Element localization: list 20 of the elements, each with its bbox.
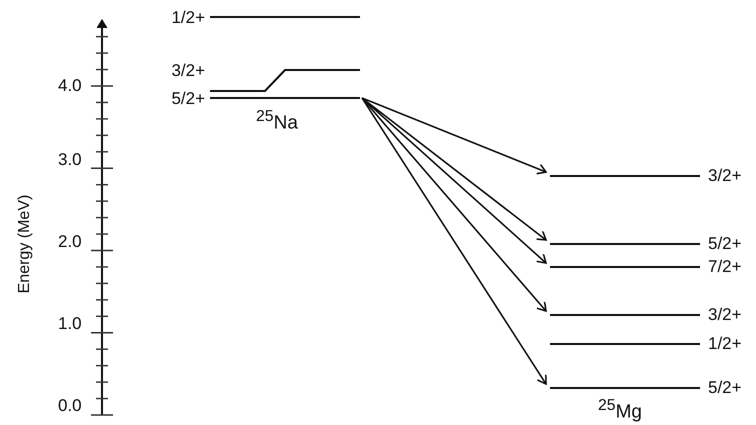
spin-label: 5/2+ (171, 90, 205, 108)
isotope-label: $^{25}$Na (256, 108, 298, 132)
tick-label: 1.0 (58, 315, 82, 333)
axis-title: Energy (MeV) (16, 194, 34, 296)
arrow (362, 97, 547, 174)
spin-label: 1/2+ (708, 335, 742, 353)
spin-label: 7/2+ (708, 258, 742, 276)
tick-label: 0.0 (58, 397, 82, 415)
arrow (361, 97, 547, 312)
spin-label: 3/2+ (708, 306, 742, 324)
tick-label: 3.0 (58, 151, 82, 169)
spin-label: 3/2+ (708, 167, 742, 185)
tick-label: 4.0 (58, 77, 82, 95)
spin-label: 3/2+ (171, 62, 205, 80)
arrow (361, 98, 547, 385)
spin-label: 5/2+ (708, 235, 742, 253)
spin-label: 5/2+ (708, 379, 742, 397)
tick-label: 2.0 (58, 233, 82, 251)
spin-label: 1/2+ (171, 9, 205, 27)
isotope-label: $^{25}$Mg (598, 397, 642, 422)
